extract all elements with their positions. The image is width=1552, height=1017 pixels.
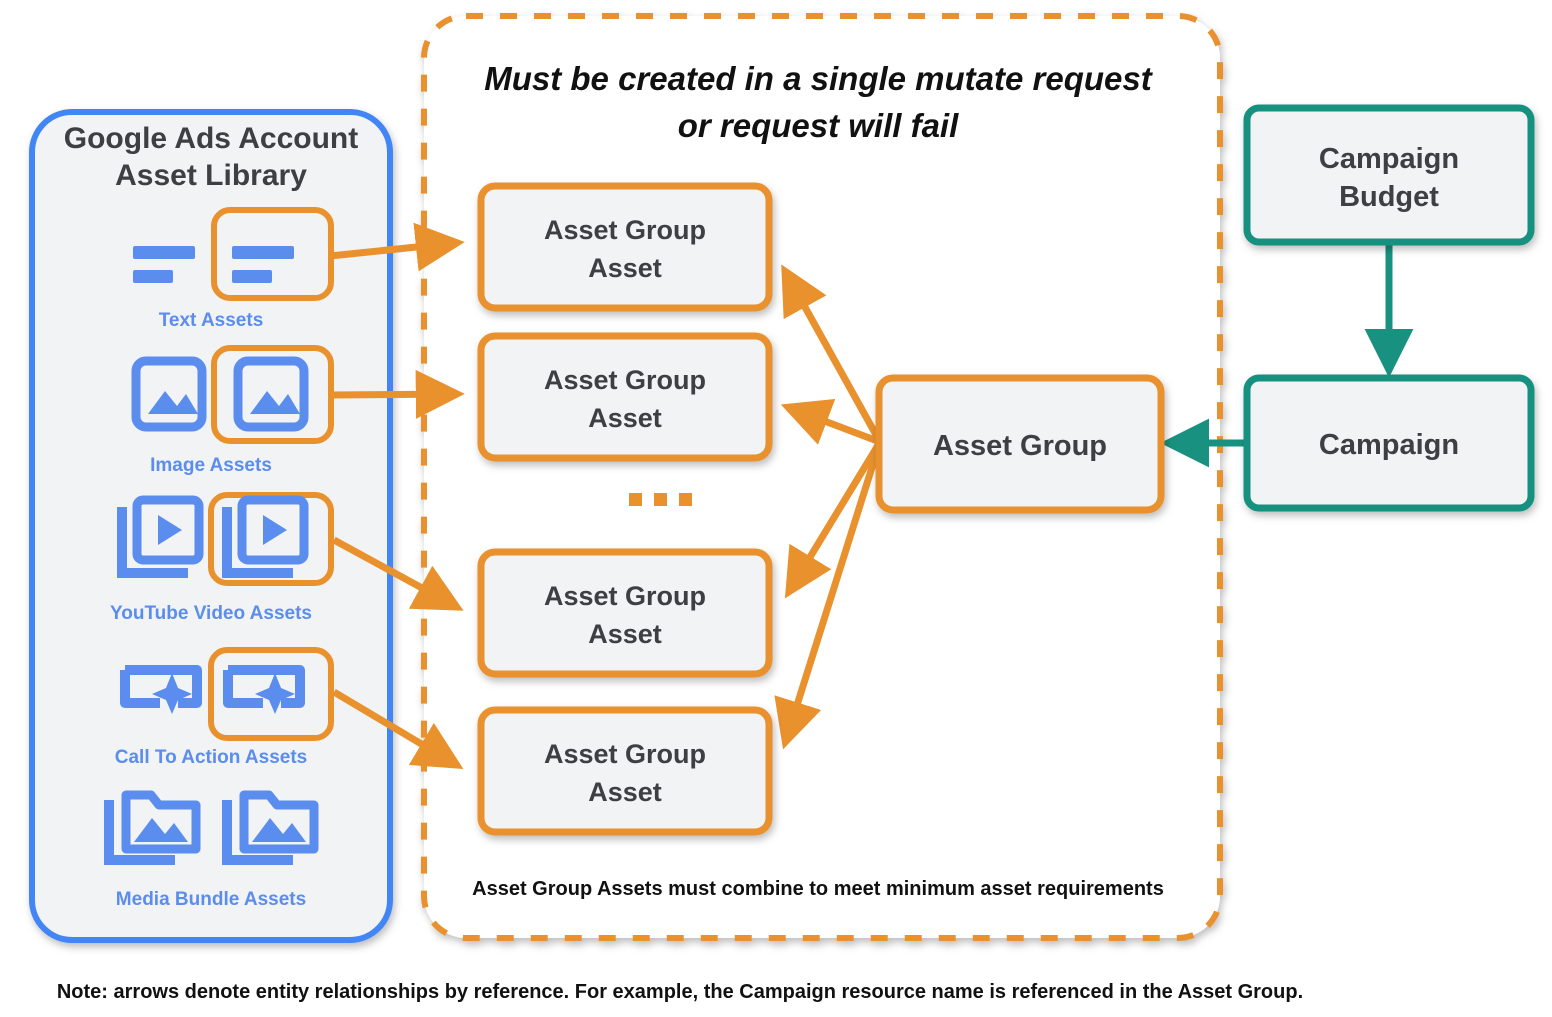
asset-group-asset-box[interactable]: Asset Group Asset — [477, 548, 773, 678]
asset-group-label: Asset Group — [933, 430, 1107, 462]
campaign-box[interactable]: Campaign — [1243, 374, 1535, 512]
library-item-youtube-video-assets[interactable]: YouTube Video Assets — [110, 492, 334, 624]
mutate-banner-line2: or request will fail — [678, 107, 959, 144]
arrow-video-to-asset-group-asset — [332, 536, 464, 611]
campaign-label: Campaign — [1319, 429, 1459, 461]
library-item-media-bundle-assets[interactable]: Media Bundle Assets — [104, 790, 319, 910]
arrow-asset-group-to-aga-4 — [774, 440, 884, 750]
arrow-text-to-asset-group-asset — [329, 222, 465, 272]
image-asset-icon — [233, 356, 309, 432]
panel-title-line2: Asset Library — [115, 159, 307, 192]
image-asset-highlight-box[interactable] — [211, 345, 334, 444]
library-item-text-assets[interactable]: Text Assets — [133, 207, 334, 331]
mutate-region-footer: Asset Group Assets must combine to meet … — [472, 878, 1164, 900]
arrow-cta-to-asset-group-asset — [332, 688, 464, 770]
media-bundle-asset-icon — [104, 790, 201, 865]
library-item-label: Text Assets — [159, 310, 264, 331]
arrow-image-to-asset-group-asset — [329, 369, 465, 419]
asset-group-asset-label-line2: Asset — [588, 253, 662, 283]
library-item-label: Call To Action Assets — [115, 747, 308, 768]
library-item-label: Media Bundle Assets — [116, 889, 306, 910]
library-item-image-assets[interactable]: Image Assets — [131, 345, 334, 476]
asset-group-asset-label-line1: Asset Group — [544, 365, 706, 395]
asset-group-asset-label-line1: Asset Group — [544, 581, 706, 611]
asset-group-asset-label-line1: Asset Group — [544, 739, 706, 769]
asset-group-asset-box[interactable]: Asset Group Asset — [477, 332, 773, 462]
arrow-asset-group-to-aga-2 — [780, 398, 882, 446]
call-to-action-asset-icon — [120, 665, 202, 714]
youtube-video-asset-icon — [222, 495, 309, 578]
asset-group-asset-label-line1: Asset Group — [544, 215, 706, 245]
panel-title-line1: Google Ads Account — [64, 122, 358, 155]
library-item-label: YouTube Video Assets — [110, 603, 312, 624]
mutate-banner-line1: Must be created in a single mutate reque… — [484, 60, 1154, 97]
campaign-budget-label-line1: Campaign — [1319, 143, 1459, 175]
asset-group-asset-label-line2: Asset — [588, 777, 662, 807]
text-asset-icon — [133, 246, 195, 283]
asset-group-asset-box[interactable]: Asset Group Asset — [477, 182, 773, 312]
arrow-asset-group-to-aga-3 — [784, 440, 883, 599]
youtube-video-asset-icon — [117, 495, 204, 578]
text-asset-highlight-box[interactable] — [211, 207, 334, 301]
asset-group-box[interactable]: Asset Group — [875, 374, 1165, 514]
campaign-budget-box[interactable]: Campaign Budget — [1243, 104, 1535, 246]
library-item-call-to-action-assets[interactable]: Call To Action Assets — [115, 647, 334, 768]
diagram-note: Note: arrows denote entity relationships… — [57, 981, 1303, 1003]
library-item-label: Image Assets — [150, 455, 272, 476]
asset-group-asset-box[interactable]: Asset Group Asset — [477, 706, 773, 836]
youtube-video-asset-highlight-box[interactable] — [208, 492, 334, 586]
asset-group-asset-label-line2: Asset — [588, 619, 662, 649]
call-to-action-asset-highlight-box[interactable] — [208, 647, 334, 741]
text-asset-icon — [232, 246, 294, 283]
image-asset-icon — [131, 356, 207, 432]
media-bundle-asset-icon — [222, 790, 319, 865]
asset-group-asset-label-line2: Asset — [588, 403, 662, 433]
campaign-budget-label-line2: Budget — [1339, 181, 1439, 213]
call-to-action-asset-icon — [223, 665, 305, 714]
ellipsis-indicator — [629, 493, 692, 506]
arrow-asset-group-to-aga-1 — [781, 264, 884, 444]
